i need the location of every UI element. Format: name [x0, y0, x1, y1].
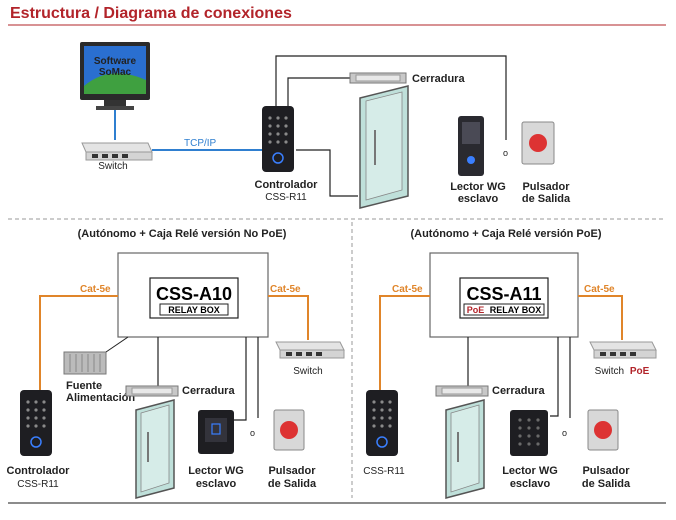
right-cat5e-cable-right — [578, 295, 623, 340]
left-reader-label-2: esclavo — [196, 478, 237, 490]
left-cat5e-label-left: Cat-5e — [80, 284, 111, 295]
right-controller-icon — [366, 390, 398, 456]
top-reader-label-2: esclavo — [458, 193, 499, 205]
computer-monitor-icon — [80, 42, 150, 110]
page-title: Estructura / Diagrama de conexiones — [10, 5, 292, 22]
right-relay-box-name: CSS-A11 — [466, 284, 541, 304]
right-switch-icon — [589, 341, 657, 359]
software-label-1: Software — [94, 56, 137, 67]
left-lock-label: Cerradura — [182, 385, 235, 397]
top-switch-label: Switch — [98, 161, 127, 172]
top-lock-label: Cerradura — [412, 73, 465, 85]
svg-text:o: o — [250, 428, 255, 438]
right-cat5e-label-left: Cat-5e — [392, 284, 423, 295]
left-button-label-2: de Salida — [268, 478, 317, 490]
left-wire-to-reader — [224, 337, 247, 421]
electric-lock-icon — [349, 72, 407, 84]
right-switch-label-poe: PoE — [630, 366, 650, 377]
left-relay-box-name: CSS-A10 — [156, 284, 232, 304]
right-exit-button-icon — [587, 409, 619, 451]
top-button-label-1: Pulsador — [522, 181, 570, 193]
psu-wire — [105, 336, 129, 353]
right-door-icon — [445, 399, 485, 499]
top-controller-label-2: CSS-R11 — [265, 192, 307, 203]
software-label-2: SoMac — [99, 67, 132, 78]
left-cat5e-label-right: Cat-5e — [270, 284, 301, 295]
left-button-label-1: Pulsador — [268, 465, 316, 477]
right-lock-icon — [435, 385, 489, 397]
left-controller-label-1: Controlador — [7, 465, 71, 477]
left-cat5e-cable-left — [39, 295, 118, 390]
right-wire-to-reader — [550, 337, 559, 417]
tcp-ip-label: TCP/IP — [184, 138, 217, 149]
exit-button-icon — [521, 121, 555, 165]
left-lock-icon — [125, 385, 179, 397]
left-controller-label-2: CSS-R11 — [17, 479, 59, 490]
right-cat5e-label-right: Cat-5e — [584, 284, 615, 295]
psu-label-1: Fuente — [66, 380, 102, 392]
slave-reader-icon — [458, 116, 484, 176]
right-switch-label: Switch PoE — [595, 366, 650, 377]
left-slave-reader-icon — [198, 410, 234, 454]
left-relay-box-sub: RELAY BOX — [168, 305, 220, 315]
left-exit-button-icon — [273, 409, 305, 451]
right-relay-box-sub: PoE RELAY BOX — [467, 305, 542, 315]
right-switch-label-text: Switch — [595, 366, 624, 377]
network-switch-icon — [81, 142, 153, 161]
left-switch-label: Switch — [293, 366, 322, 377]
controller-keypad-icon — [262, 106, 294, 172]
power-supply-icon — [63, 351, 107, 375]
left-cat5e-cable-right — [268, 295, 309, 340]
right-relay-box-sub-poe: PoE — [467, 305, 485, 315]
right-reader-label-2: esclavo — [510, 478, 551, 490]
top-controller-label-1: Controlador — [255, 179, 319, 191]
left-door-icon — [135, 399, 175, 499]
wire-controller-to-button — [275, 55, 507, 140]
right-cat5e-cable-left — [379, 295, 430, 390]
right-caption: (Autónomo + Caja Relé versión PoE) — [410, 228, 601, 240]
right-button-label-1: Pulsador — [582, 465, 630, 477]
right-controller-label: CSS-R11 — [363, 466, 405, 477]
right-slave-reader-icon — [510, 410, 548, 456]
psu-label-2: Alimentación — [66, 392, 135, 404]
left-caption: (Autónomo + Caja Relé versión No PoE) — [78, 228, 287, 240]
right-relay-box-sub-rest: RELAY BOX — [490, 305, 542, 315]
wire-controller-to-door — [296, 149, 358, 197]
top-reader-label-1: Lector WG — [450, 181, 506, 193]
right-button-label-2: de Salida — [582, 478, 631, 490]
left-switch-icon — [275, 341, 345, 359]
right-lock-label: Cerradura — [492, 385, 545, 397]
left-reader-label-1: Lector WG — [188, 465, 244, 477]
right-reader-label-1: Lector WG — [502, 465, 558, 477]
glass-door-icon — [359, 85, 409, 209]
top-wire-mark: o — [503, 148, 508, 158]
wire-controller-to-lock — [287, 77, 350, 106]
left-controller-icon — [20, 390, 52, 456]
top-button-label-2: de Salida — [522, 193, 571, 205]
svg-text:o: o — [562, 428, 567, 438]
